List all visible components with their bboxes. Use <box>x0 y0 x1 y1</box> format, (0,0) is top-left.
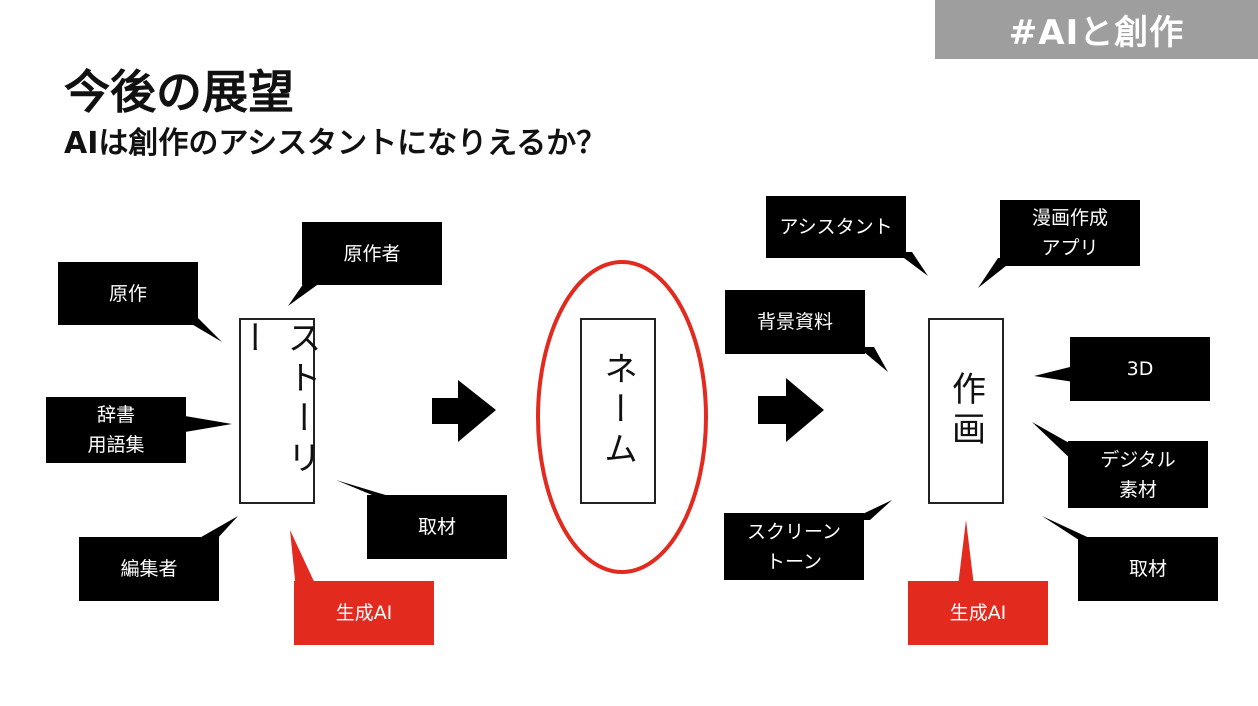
tail-dictionary <box>185 416 232 432</box>
stage-artwork: 作画 <box>928 318 1004 504</box>
stage-story-label: ストーリー <box>232 320 321 480</box>
tail-research-artwork <box>1042 516 1098 542</box>
tail-assistant <box>896 252 928 276</box>
stage-artwork-label: 作画 <box>945 371 986 451</box>
tail-generative-ai-artwork <box>958 520 974 586</box>
hashtag-badge: #AIと創作 <box>935 0 1258 59</box>
bubble-digital-materials: デジタル 素材 <box>1068 441 1208 508</box>
bubble-research-story: 取材 <box>367 495 507 559</box>
tail-editor <box>196 516 238 540</box>
tail-three-d <box>1034 366 1074 382</box>
stage-name-label: ネーム <box>597 351 638 471</box>
bubble-dictionary: 辞書 用語集 <box>46 397 186 463</box>
highlight-ellipse <box>536 260 708 574</box>
bubble-generative-ai-story: 生成AI <box>294 581 434 645</box>
tail-digital-materials <box>1032 422 1078 466</box>
stage-story: ストーリー <box>232 318 321 504</box>
bubble-research-artwork: 取材 <box>1078 537 1218 601</box>
bubble-assistant: アシスタント <box>766 196 906 258</box>
slide-subtitle: AIは創作のアシスタントになりえるか？ <box>64 126 607 161</box>
tail-original-author <box>288 280 324 306</box>
arrow-right-1 <box>432 380 496 442</box>
tail-generative-ai-story <box>290 530 318 590</box>
slide-title: 今後の展望 <box>64 65 294 119</box>
bubble-generative-ai-artwork: 生成AI <box>908 581 1048 645</box>
bubble-screen-tone: スクリーン トーン <box>724 513 864 580</box>
tail-background-materials <box>858 347 888 372</box>
bubble-original-work: 原作 <box>58 262 198 325</box>
bubble-three-d: 3D <box>1070 337 1210 401</box>
bubble-original-author: 原作者 <box>302 222 442 285</box>
stage-name: ネーム <box>580 318 656 504</box>
bubble-manga-app: 漫画作成 アプリ <box>1000 200 1140 266</box>
bubble-editor: 編集者 <box>79 537 219 601</box>
bubble-background-materials: 背景資料 <box>725 290 865 354</box>
arrow-right-2 <box>758 378 824 442</box>
